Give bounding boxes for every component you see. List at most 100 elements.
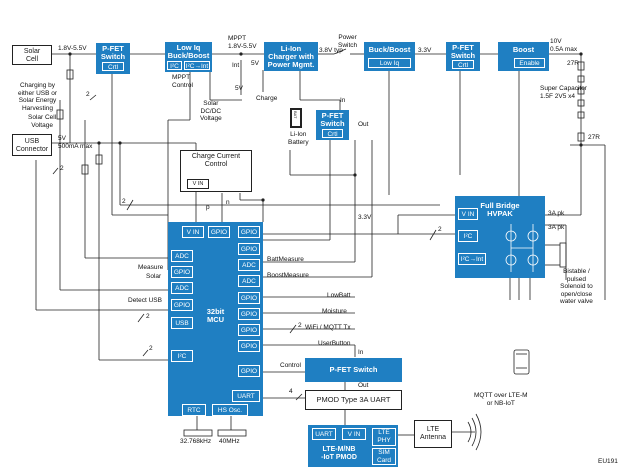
pfet-switch-1-title: P-FET Switch xyxy=(100,44,126,61)
mcu-right-pin-gpio-4: GPIO xyxy=(238,308,260,320)
label-10v: 10V 0.5A max xyxy=(550,38,578,53)
low-iq-i2c: I²C xyxy=(167,61,182,70)
low-iq-buck-boost: Low Iq Buck/Boost I²C I²C→Int xyxy=(165,42,212,72)
label-3v3-mid: 3.3V xyxy=(358,214,372,221)
label-boost-measure: BoostMeasure xyxy=(267,272,309,279)
pfet-switch-2-ctrl: Crtl xyxy=(322,129,343,138)
label-bus-2-d: 2 xyxy=(149,345,153,352)
pfet-switch-3-title: P-FET Switch xyxy=(450,43,476,60)
label-supercap: Super Capacitor 1.5F 2V5 x4 xyxy=(540,85,587,100)
label-bistable-solenoid: Bistable / pulsed Solenoid to open/close… xyxy=(560,268,593,305)
label-p: p xyxy=(206,204,210,211)
lte-pmod-vin: V IN xyxy=(342,428,366,440)
full-bridge-vin: V IN xyxy=(458,208,478,220)
mcu-right-pin-gpio-1: GPIO xyxy=(238,226,260,238)
usb-connector: USB Connector xyxy=(12,134,52,156)
label-charge: Charge xyxy=(256,95,278,102)
low-iq-i2c-int: I²C→Int xyxy=(184,61,210,70)
label-bus-2-a: 2 xyxy=(86,91,90,98)
label-3a-1: 3A pk xyxy=(548,210,565,217)
buck-boost-title: Buck/Boost xyxy=(368,45,411,54)
pfet-switch-1: P-FET Switch Crtl xyxy=(96,43,130,74)
mcu-title: 32bit MCU xyxy=(206,307,225,324)
charge-current-title: Charge Current Control xyxy=(191,153,241,168)
label-detect-usb: Detect USB xyxy=(128,297,162,304)
pfet-switch-bottom: P-FET Switch xyxy=(305,358,402,382)
pfet-switch-2-title: P-FET Switch xyxy=(320,111,345,128)
label-27r-b: 27R xyxy=(588,134,600,141)
pfet-switch-1-ctrl: Crtl xyxy=(102,62,124,71)
full-bridge-hvpak: Full Bridge HVPAK V IN I²C I²C→Int xyxy=(455,196,545,278)
mcu-right-pin-adc-1: ADC xyxy=(238,259,260,271)
label-solar: Solar xyxy=(146,273,162,280)
mcu-gpio-top: GPIO xyxy=(208,226,230,238)
mcu-left-pin-usb: USB xyxy=(171,317,193,329)
pmod-type-3a-uart: PMOD Type 3A UART xyxy=(305,390,402,410)
li-ion-charger: Li-Ion Charger with Power Mgmt. xyxy=(264,42,318,71)
label-xtal-40m: 40MHz xyxy=(219,438,240,445)
label-li-ion-battery: Li-Ion Battery xyxy=(288,131,309,146)
mcu-left-pin-gpio-2: GPIO xyxy=(171,299,193,311)
mcu-right-pin-gpio-6: GPIO xyxy=(238,340,260,352)
label-mppt: MPPT 1.8V-5.5V xyxy=(228,35,257,50)
lte-m-nb-iot-pmod: UART V IN LTE PHY SIM Card LTE-M/NB -IoT… xyxy=(308,425,398,467)
label-moisture: Moisture xyxy=(322,308,347,315)
mcu-uart: UART xyxy=(232,390,260,402)
full-bridge-i2c: I²C xyxy=(458,230,478,242)
label-mqtt: MQTT over LTE-M or NB-IoT xyxy=(474,392,528,407)
label-bus-4: 4 xyxy=(289,388,293,395)
label-bus-2-f: 2 xyxy=(60,165,64,172)
mcu-left-pin-adc-1: ADC xyxy=(171,250,193,262)
label-in: In xyxy=(340,97,346,104)
label-batt-measure: BattMeasure xyxy=(267,256,304,263)
pfet-switch-3-ctrl: Crtl xyxy=(452,60,474,69)
mcu-right-pin-gpio-7: GPIO xyxy=(238,365,260,377)
label-3v3-top: 3.3V xyxy=(418,47,432,54)
li-ion-title: Li-Ion Charger with Power Mgmt. xyxy=(267,44,315,69)
charge-current-control: Charge Current Control V IN xyxy=(180,150,252,192)
label-control: Control xyxy=(280,362,301,369)
label-solar-dcdc: Solar DC/DC Voltage xyxy=(200,100,222,122)
mcu-right-pin-adc-2: ADC xyxy=(238,275,260,287)
label-5v-b: 5V xyxy=(235,85,243,92)
label-usb-5v: 5V 500mA max xyxy=(58,135,93,150)
mcu-rtc: RTC xyxy=(182,404,206,416)
charge-current-vin: V IN xyxy=(187,179,209,189)
mcu-left-pin-gpio-1: GPIO xyxy=(171,266,193,278)
buck-boost: Buck/Boost Low Iq xyxy=(364,42,415,71)
label-bus-2-b: 2 xyxy=(122,198,126,205)
label-n: n xyxy=(226,199,230,206)
label-reference: EU191 xyxy=(598,458,618,465)
pfet-switch-3: P-FET Switch Crtl xyxy=(446,42,480,71)
label-5v-a: 5V xyxy=(251,60,259,67)
lte-pmod-phy: LTE PHY xyxy=(372,428,396,446)
boost-enable: Enable xyxy=(514,58,545,68)
battery-cell-label: BAT xyxy=(293,111,298,119)
boost: Boost Enable xyxy=(498,42,549,71)
li-ion-battery-icon: BAT xyxy=(290,108,302,128)
usb-connector-label: USB Connector xyxy=(15,138,49,153)
pfet-switch-2: P-FET Switch Crtl xyxy=(316,110,349,140)
mcu-vin: V IN xyxy=(182,226,204,238)
lte-antenna: LTE Antenna xyxy=(414,420,452,448)
label-measure: Measure xyxy=(138,264,164,271)
mcu-right-pin-gpio-3: GPIO xyxy=(238,292,260,304)
label-bus-2-c: 2 xyxy=(146,313,150,320)
mcu-32bit: 32bit MCU V IN GPIO ADC GPIO ADC GPIO US… xyxy=(168,222,263,416)
label-bus-2-g: 2 xyxy=(298,322,302,329)
label-v-solar: 1.8V-5.5V xyxy=(58,45,87,52)
low-iq-title: Low Iq Buck/Boost xyxy=(167,43,210,60)
boost-title: Boost xyxy=(512,45,535,54)
solar-cell: Solar Cell xyxy=(12,45,52,65)
solar-cell-label: Solar Cell xyxy=(23,48,41,63)
lte-antenna-label: LTE Antenna xyxy=(419,426,447,441)
label-out-bottom: Out xyxy=(358,382,369,389)
mcu-left-pin-adc-2: ADC xyxy=(171,282,193,294)
label-bus-2-e: 2 xyxy=(438,226,442,233)
mcu-right-pin-gpio-2: GPIO xyxy=(238,243,260,255)
buck-boost-low-iq: Low Iq xyxy=(368,58,411,68)
pmod-uart-label: PMOD Type 3A UART xyxy=(316,395,391,404)
full-bridge-title: Full Bridge HVPAK xyxy=(480,201,520,218)
label-wifi-mqtt: WiFi / MQTT Tx xyxy=(305,324,351,331)
